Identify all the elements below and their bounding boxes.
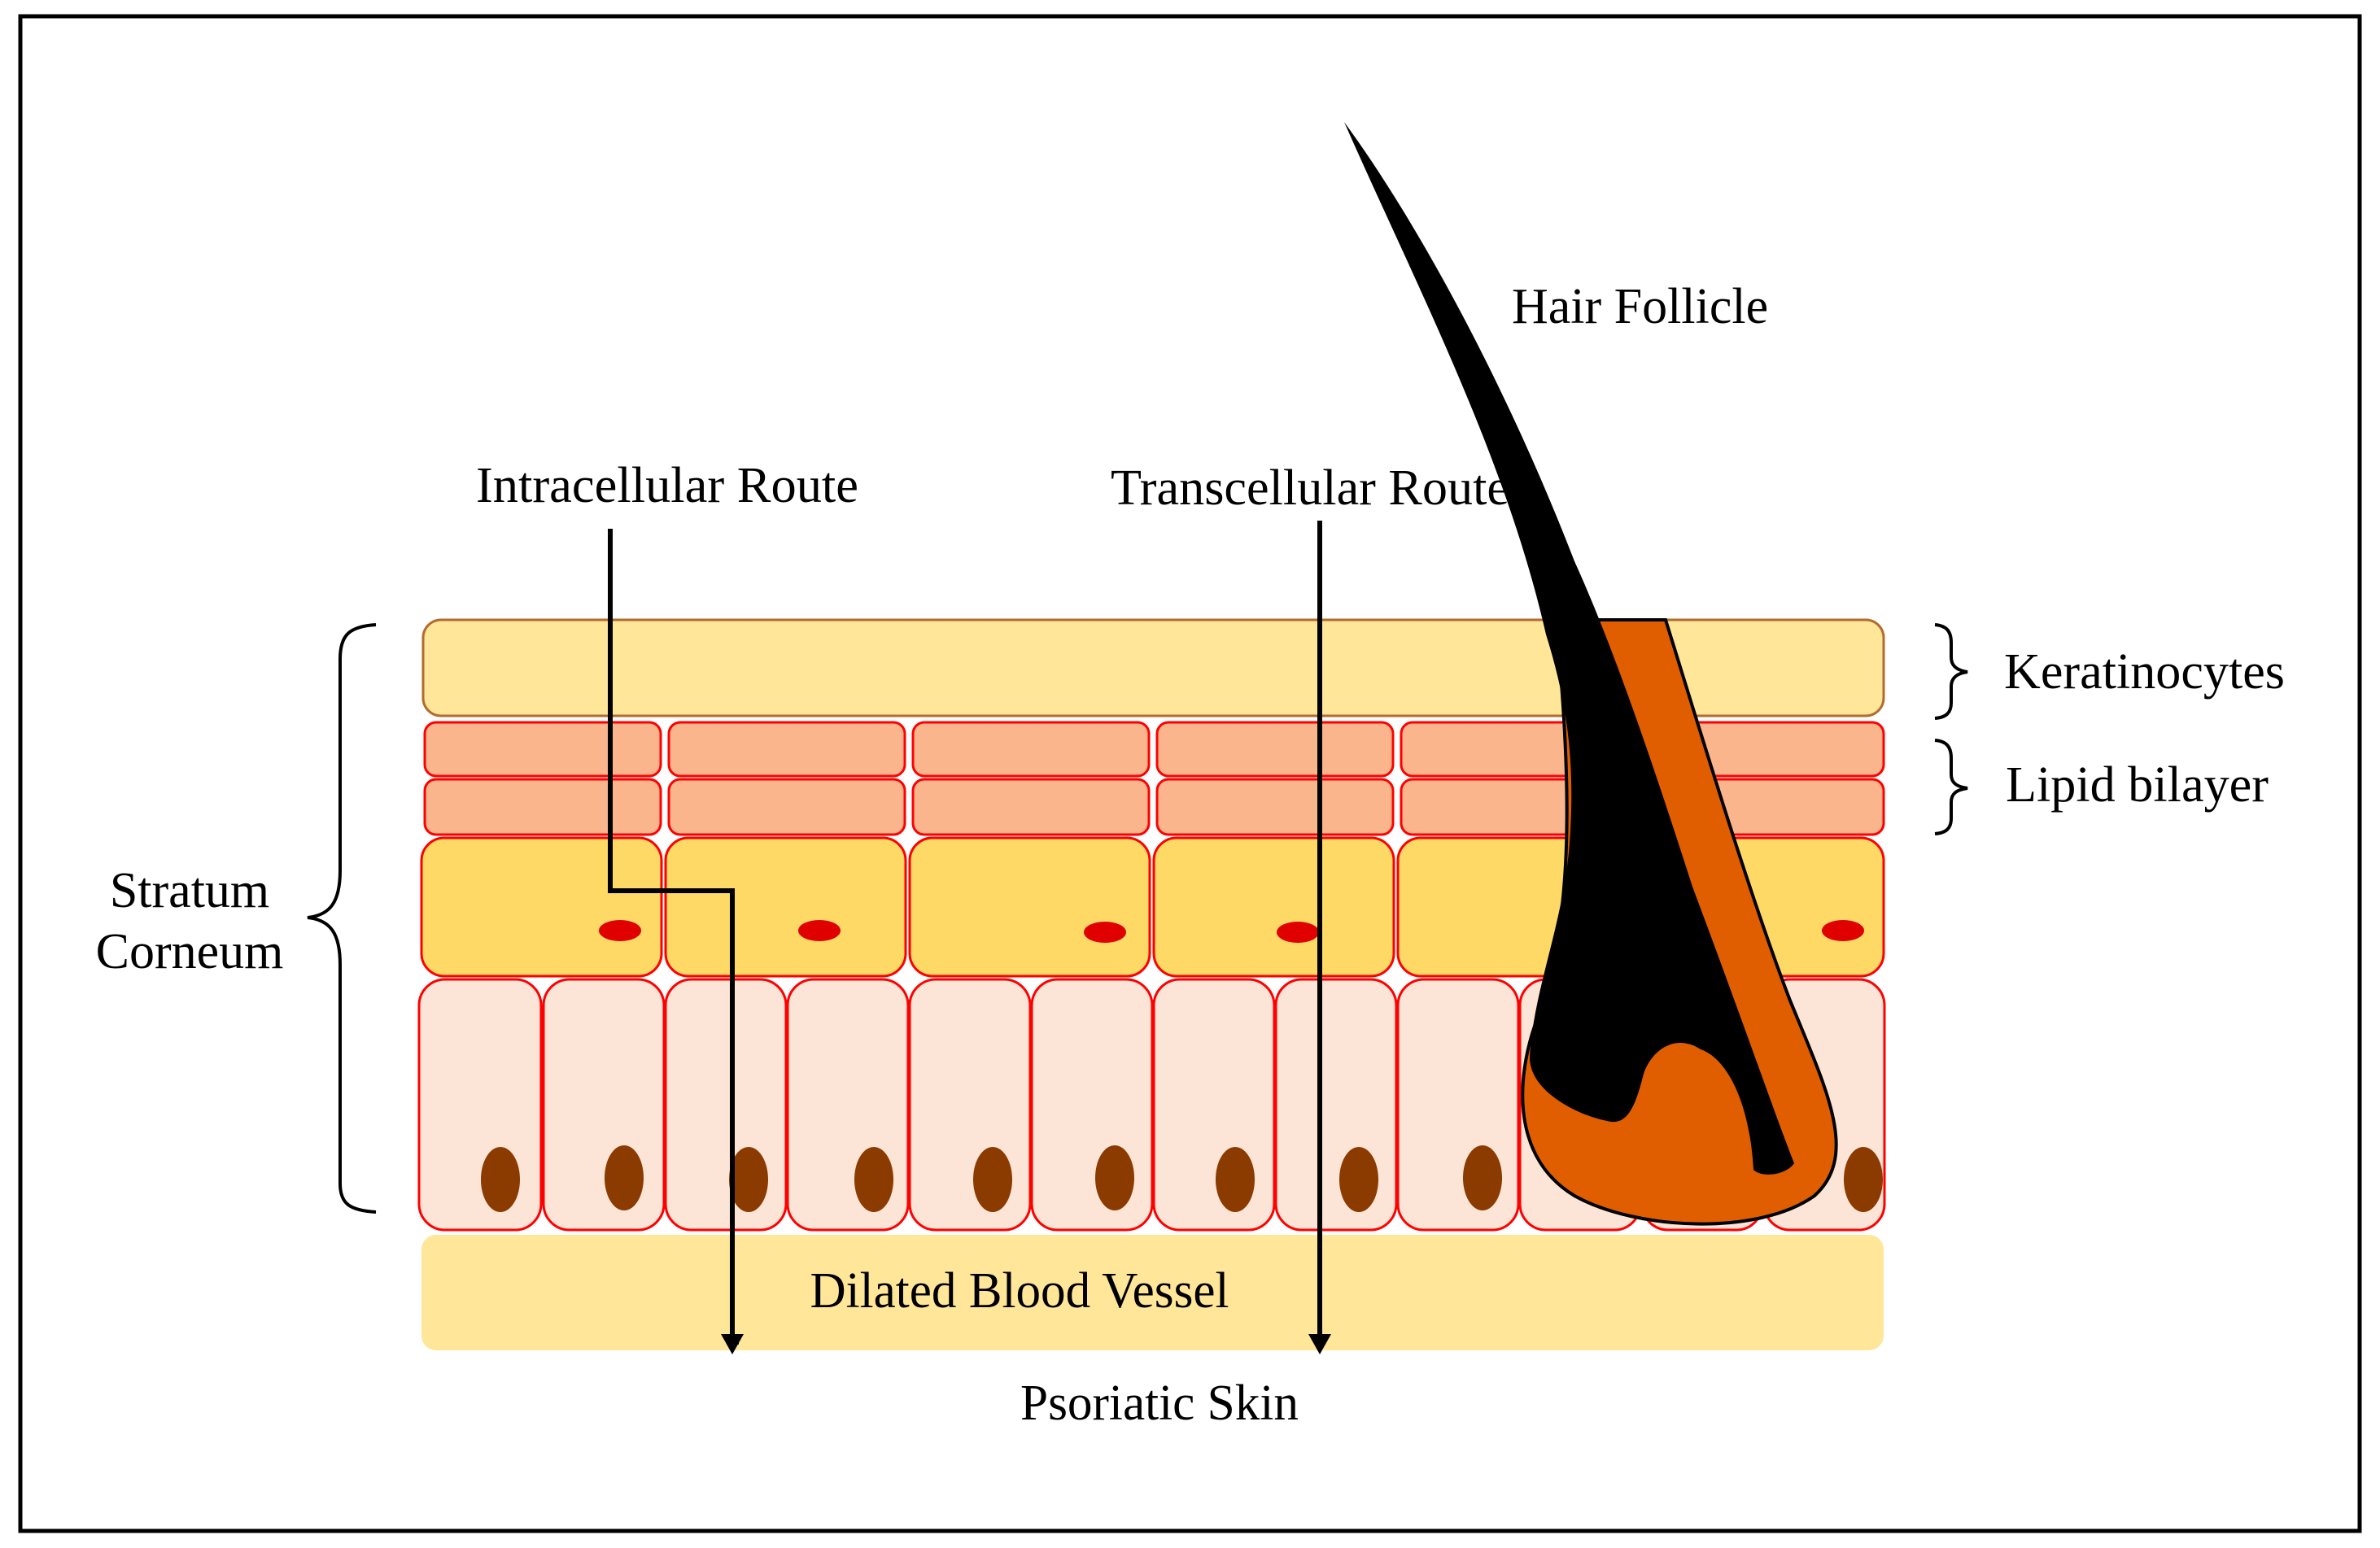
stratum-label: Stratum [110, 863, 269, 918]
blood-vessel-label: Dilated Blood Vessel [810, 1263, 1229, 1319]
lipid-bilayer-brace [1934, 739, 1968, 835]
nucleus [1277, 922, 1319, 943]
nucleus [481, 1147, 520, 1212]
nucleus [1339, 1147, 1378, 1212]
stratum-corneum-brace [307, 623, 377, 1214]
intracellular-route-arrow [608, 529, 739, 1345]
keratinocytes-brace [1934, 623, 1968, 720]
nucleus [798, 920, 841, 941]
basal-cell [1396, 978, 1520, 1232]
hair-follicle [1344, 122, 1838, 1226]
nucleus [1216, 1147, 1255, 1212]
basal-cell [908, 978, 1032, 1232]
arrow-down-icon [1308, 1334, 1331, 1354]
keratinocytes-label: Keratinocytes [2004, 644, 2285, 700]
granular-cell [664, 836, 907, 978]
basal-cell [1030, 978, 1154, 1232]
basal-cell [417, 978, 543, 1232]
lipid-cell [911, 721, 1151, 778]
lipid-bilayer-label: Lipid bilayer [2006, 757, 2269, 813]
transcellular-route-label: Transcellular Route [1111, 460, 1509, 516]
blood-vessel [421, 1235, 1884, 1350]
hair-follicle-label: Hair Follicle [1512, 279, 1768, 334]
granular-cell [908, 836, 1151, 978]
nucleus [973, 1147, 1012, 1212]
basal-cell [542, 978, 666, 1232]
nucleus [599, 920, 641, 941]
basal-cell [1152, 978, 1276, 1232]
basal-cell [1274, 978, 1398, 1232]
lipid-cell [911, 778, 1151, 836]
nucleus [1084, 922, 1126, 943]
nucleus [1822, 920, 1864, 941]
granular-cell [420, 836, 663, 978]
nucleus [1095, 1145, 1134, 1210]
corneum-label: Corneum [96, 924, 284, 979]
lipid-cell [1155, 721, 1395, 778]
caption-label: Psoriatic Skin [1020, 1376, 1299, 1431]
arrow-down-icon [721, 1334, 744, 1354]
keratinocyte-layer [421, 618, 1885, 717]
intracellular-route-label: Intracellular Route [476, 458, 858, 513]
lipid-cell [423, 721, 662, 778]
granular-cell [1152, 836, 1395, 978]
nucleus [1463, 1145, 1502, 1210]
nucleus [729, 1147, 768, 1212]
nucleus [1844, 1147, 1883, 1212]
hair-shaft [1344, 122, 1794, 1175]
nucleus [605, 1145, 644, 1210]
lipid-cell [667, 778, 906, 836]
lipid-cell [667, 721, 906, 778]
lipid-cell [1155, 778, 1395, 836]
basal-cell [664, 978, 788, 1232]
nucleus [854, 1147, 893, 1212]
lipid-cell [423, 778, 662, 836]
